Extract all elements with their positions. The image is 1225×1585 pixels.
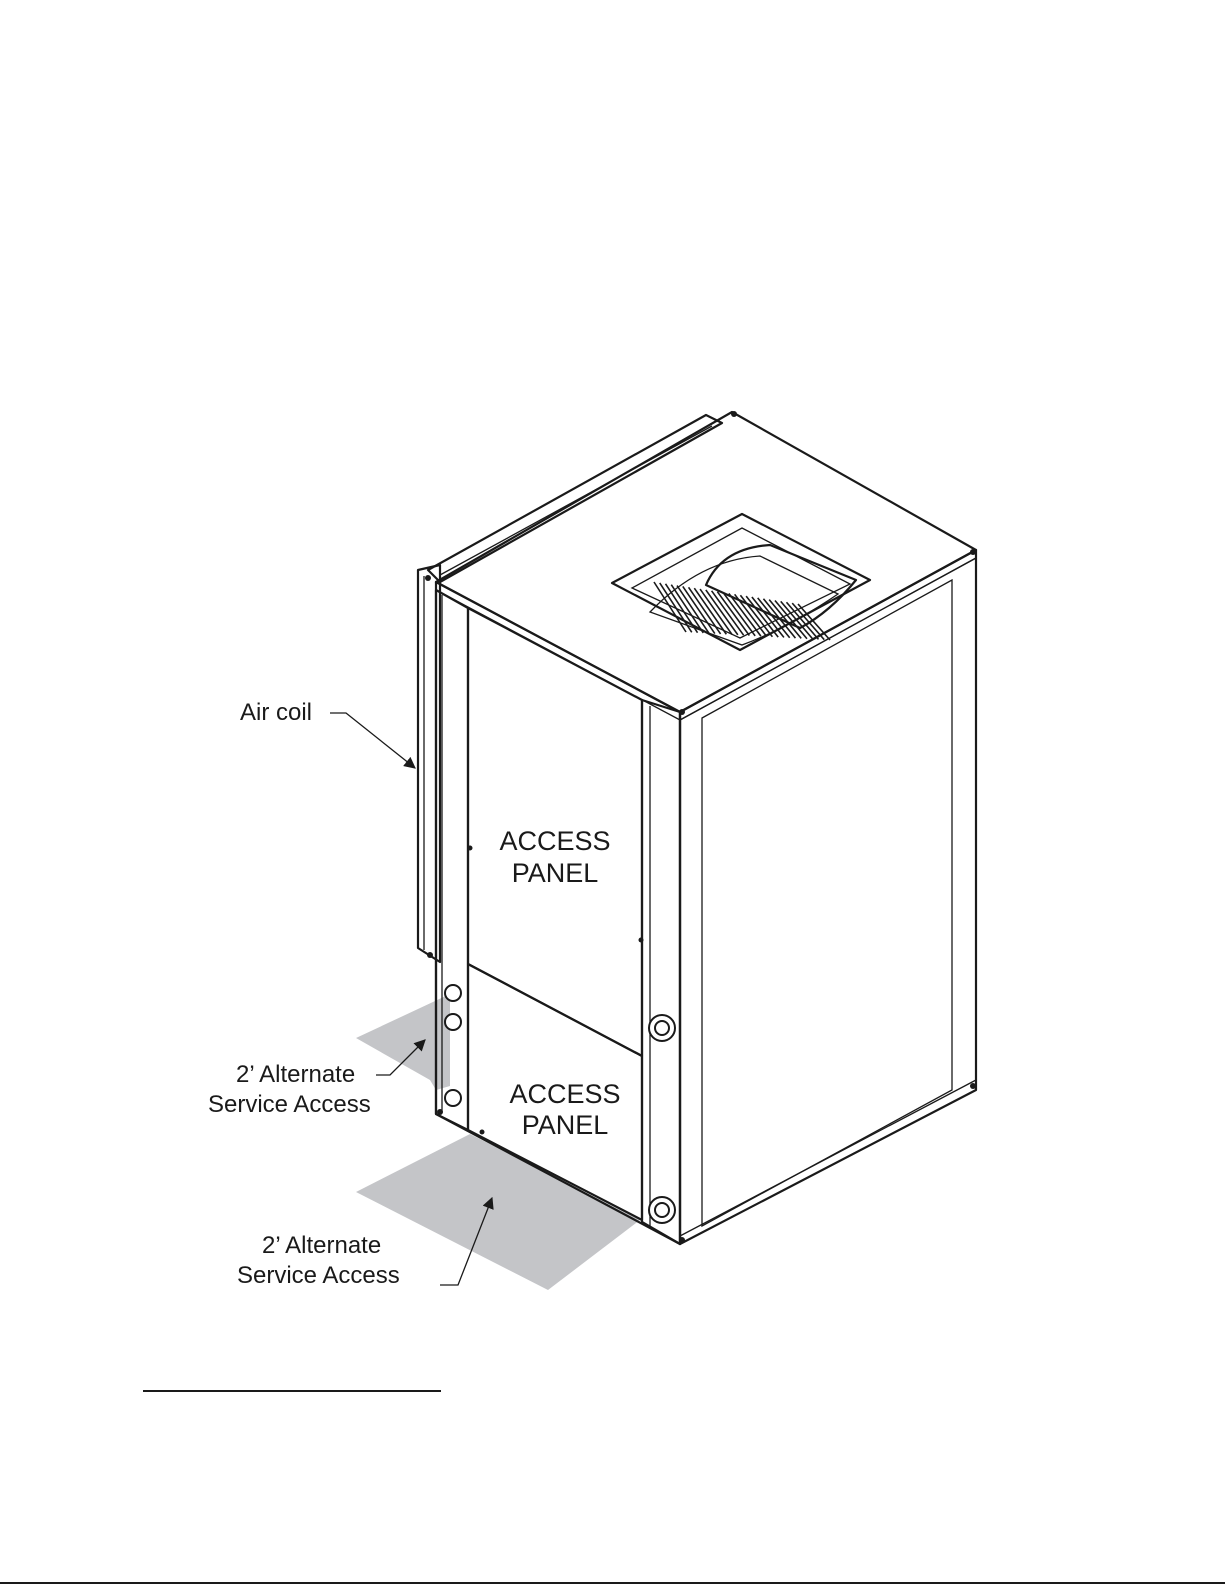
pipe-hole-3 xyxy=(445,1090,461,1106)
footnote-rule xyxy=(143,1390,441,1392)
lower-panel-label-line1: ACCESS xyxy=(509,1079,620,1109)
side-face xyxy=(680,550,976,1244)
side-access-label-line1: 2’ Alternate xyxy=(236,1061,355,1088)
top-face xyxy=(436,412,976,712)
page-bottom-rule xyxy=(0,1582,1225,1584)
pipe-hole-2 xyxy=(445,1014,461,1030)
upper-panel-label-line2: PANEL xyxy=(512,858,599,888)
front-access-label-line2: Service Access xyxy=(237,1262,400,1289)
air-coil-label: Air coil xyxy=(240,699,312,726)
lower-panel-label-line2: PANEL xyxy=(522,1110,609,1140)
side-access-label-line2: Service Access xyxy=(208,1091,371,1118)
air-coil-leader xyxy=(330,713,415,768)
upper-panel-label-line1: ACCESS xyxy=(499,826,610,856)
side-face-inset xyxy=(702,580,952,1226)
right-front-rail xyxy=(642,700,680,1244)
front-access-label-line1: 2’ Alternate xyxy=(262,1232,381,1259)
pipe-hole-1 xyxy=(445,985,461,1001)
